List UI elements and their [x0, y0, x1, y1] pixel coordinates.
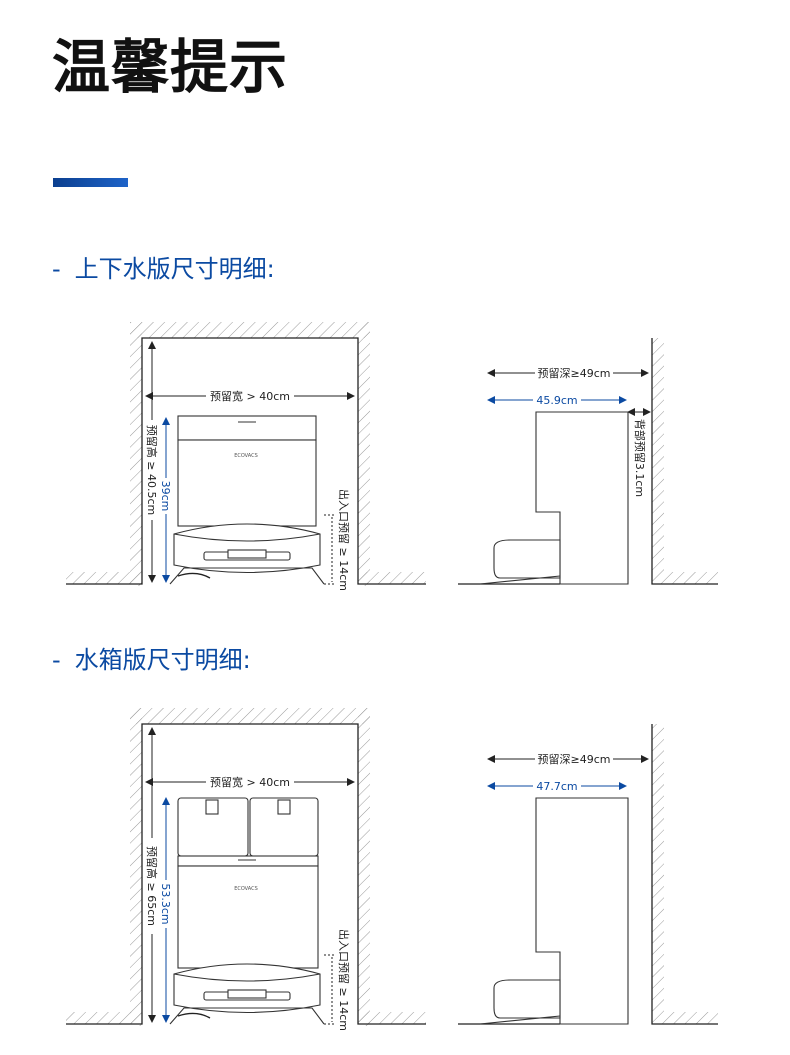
niche-outline	[66, 337, 426, 585]
brand-logo: ECOVACS	[234, 453, 258, 459]
back-wall	[652, 724, 664, 1024]
floor-left	[66, 572, 142, 584]
side-view-tank: 预留深≥49cm 47.7cm	[458, 724, 718, 1025]
station-depth-label: 45.9cm	[536, 394, 577, 407]
ramp-side	[479, 575, 561, 585]
tank-handle	[277, 799, 291, 815]
station-side	[479, 411, 629, 585]
ceiling	[130, 322, 370, 338]
front-view-drain: 预留宽 > 40cm 预留高 ≥ 40.5cm 39cm ECOVACS 出入口…	[66, 322, 426, 591]
robot-panel	[227, 549, 267, 559]
floor-back	[664, 572, 718, 584]
page-title: 温馨提示	[52, 33, 289, 101]
side-view-drain: 预留深≥49cm 45.9cm 背部预留3.1cm	[458, 338, 718, 585]
floor-right	[358, 1012, 426, 1024]
floor-left	[66, 1012, 142, 1024]
station-side-body	[535, 411, 629, 585]
section-heading-text: 水箱版尺寸明细:	[74, 646, 251, 674]
robot-panel	[227, 989, 267, 999]
station-body	[177, 865, 319, 969]
width-label: 预留宽 > 40cm	[210, 775, 290, 789]
robot-side	[493, 539, 561, 579]
side-brush	[177, 572, 211, 579]
niche-outline	[66, 723, 426, 1025]
depth-label: 预留深≥49cm	[538, 367, 611, 380]
tank-handle	[205, 799, 219, 815]
ramp-side	[479, 1015, 561, 1025]
height-label: 预留高 ≥ 65cm	[145, 846, 159, 926]
height-label: 预留高 ≥ 40.5cm	[145, 425, 159, 515]
title-accent-bar	[53, 178, 128, 187]
right-wall	[358, 708, 370, 1026]
robot-side	[493, 979, 561, 1019]
base-station: ECOVACS	[169, 797, 325, 1025]
left-wall	[130, 322, 142, 586]
heading-dash: -	[52, 646, 61, 674]
station-side-body	[535, 797, 629, 1025]
section-heading-text: 上下水版尺寸明细:	[74, 255, 275, 283]
ramp	[169, 567, 325, 585]
wall-outline	[651, 724, 718, 1025]
ceiling	[130, 708, 370, 724]
station-side	[479, 797, 629, 1025]
brand-logo: ECOVACS	[234, 886, 258, 892]
wall-outline	[651, 338, 718, 585]
section-heading-tank: -水箱版尺寸明细:	[52, 648, 251, 672]
floor-back	[664, 1012, 718, 1024]
heading-dash: -	[52, 255, 61, 283]
back-wall	[652, 338, 664, 584]
station-lid	[177, 855, 319, 867]
outlet-label: 出入口预留 ≥ 14cm	[337, 929, 351, 1031]
ramp	[169, 1007, 325, 1025]
front-view-tank: 预留宽 > 40cm 预留高 ≥ 65cm 53.3cm ECOVACS 出入口…	[66, 708, 426, 1031]
station-lid	[177, 415, 317, 441]
width-label: 预留宽 > 40cm	[210, 389, 290, 403]
left-wall	[130, 708, 142, 1026]
back-gap-label: 背部预留3.1cm	[633, 419, 647, 497]
station-body	[177, 439, 317, 527]
right-wall	[358, 322, 370, 586]
floor-right	[358, 572, 426, 584]
depth-label: 预留深≥49cm	[538, 753, 611, 766]
robot-vacuum	[173, 963, 321, 1014]
section-heading-drain: -上下水版尺寸明细:	[52, 257, 275, 281]
station-height-label: 39cm	[159, 481, 172, 512]
station-depth-label: 47.7cm	[536, 780, 577, 793]
robot-vacuum	[173, 523, 321, 574]
base-station: ECOVACS	[169, 415, 325, 585]
side-brush	[177, 1012, 211, 1019]
station-height-label: 53.3cm	[159, 883, 172, 924]
outlet-label: 出入口预留 ≥ 14cm	[337, 489, 351, 591]
